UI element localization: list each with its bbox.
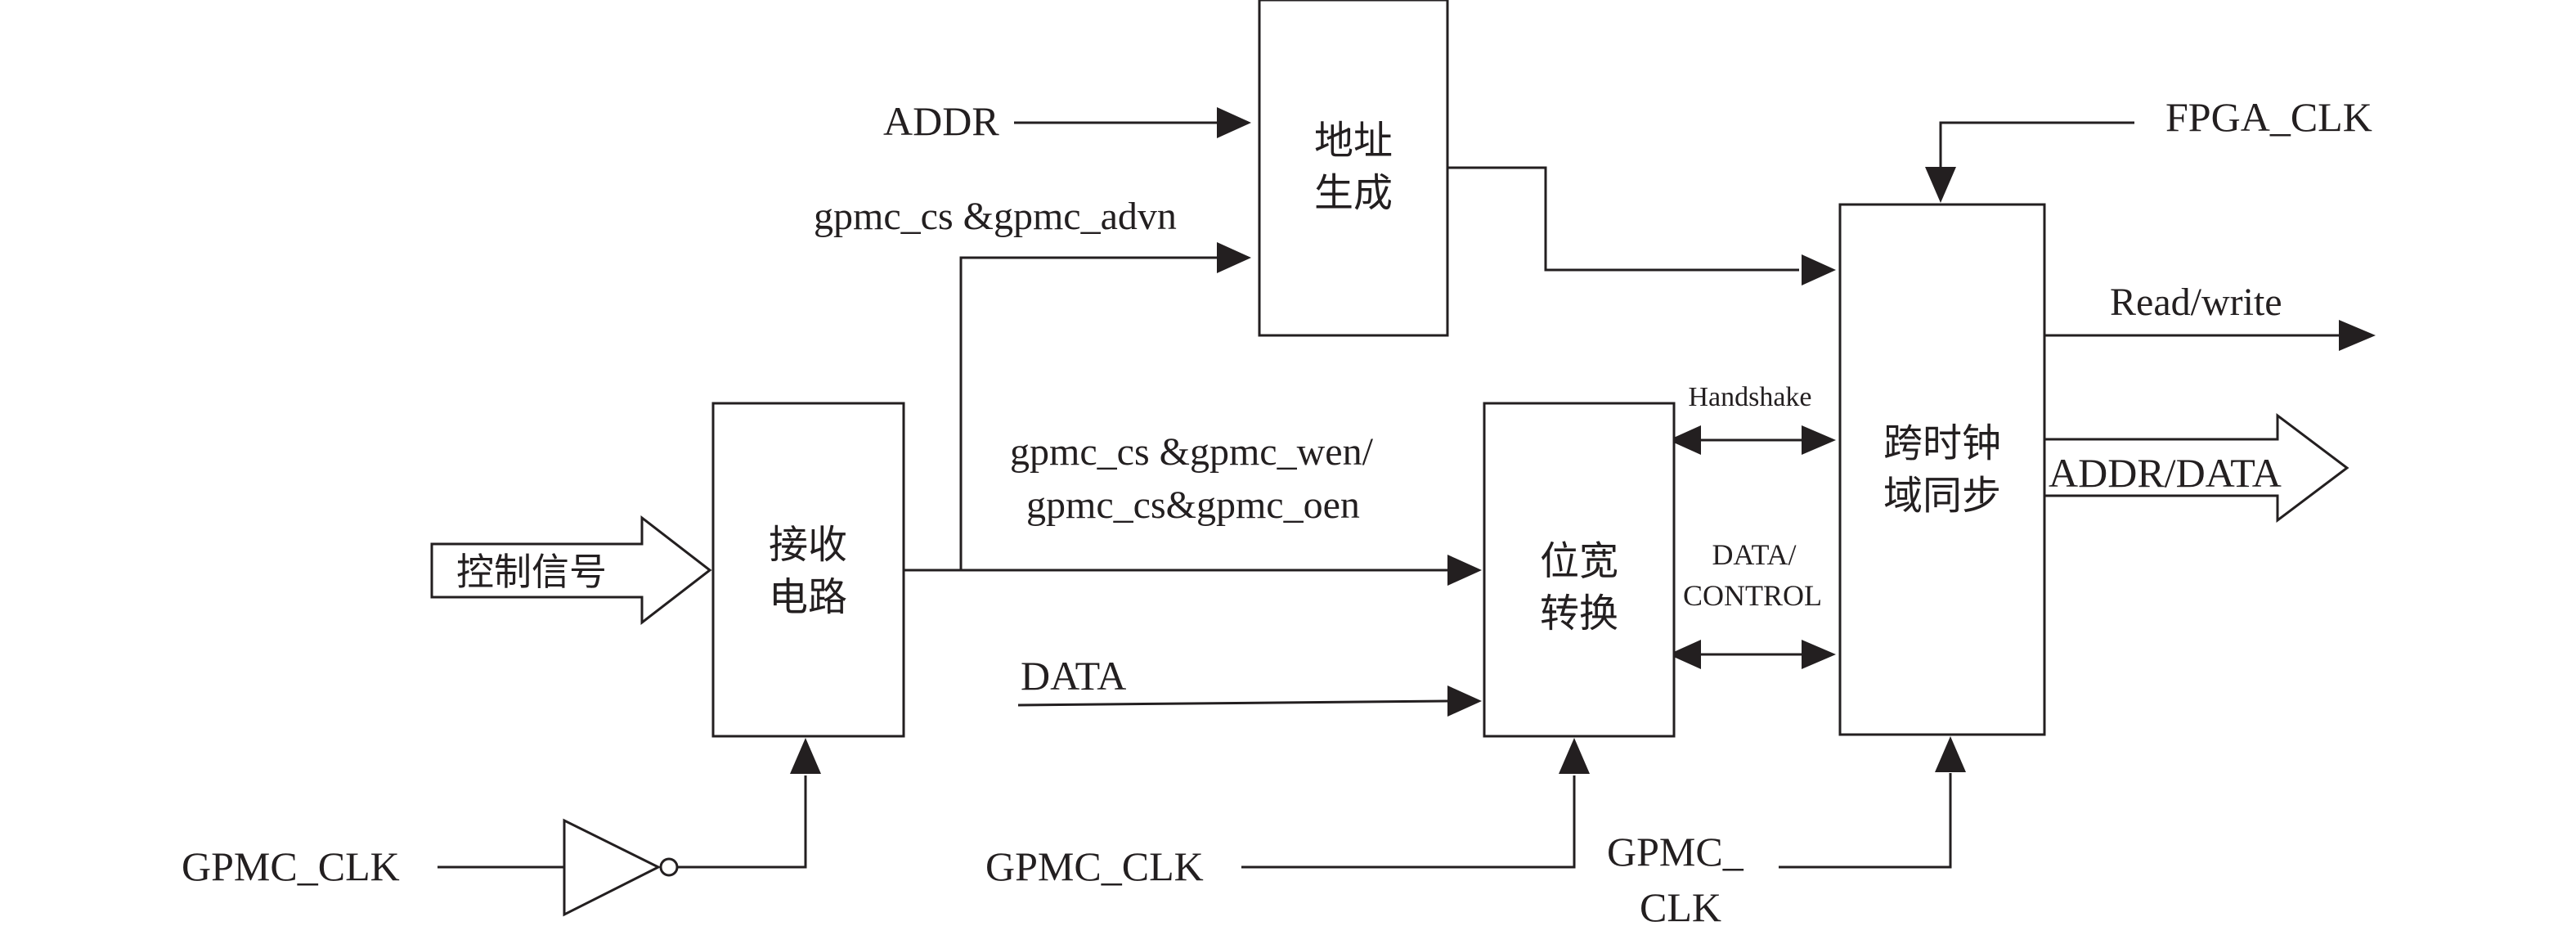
addr-arrowhead bbox=[1217, 107, 1251, 138]
width-conversion-block: 位宽 转换 bbox=[1483, 402, 1676, 738]
receive-clk-arrowhead bbox=[790, 738, 821, 774]
data-label: DATA bbox=[1021, 653, 1126, 699]
gpmc-clk-mid-label: GPMC_CLK bbox=[985, 843, 1204, 889]
width-conv-clk-arrowhead bbox=[1559, 738, 1590, 774]
clock-domain-sync-block: 跨时钟 域同步 bbox=[1838, 203, 2046, 736]
data-control-arrowhead-right bbox=[1802, 640, 1836, 669]
control-signal-label: 控制信号 bbox=[456, 550, 607, 594]
data-in-arrowhead bbox=[1447, 686, 1482, 717]
address-gen-label-line2: 生成 bbox=[1314, 170, 1393, 216]
handshake-label: Handshake bbox=[1688, 382, 1811, 412]
inverter-out-wire bbox=[677, 775, 807, 869]
width-conv-label-line1: 位宽 bbox=[1540, 538, 1618, 584]
addr-gen-out-arrowhead bbox=[1802, 254, 1836, 285]
width-conv-label-line2: 转换 bbox=[1540, 591, 1618, 636]
gpmc-clk-right-wire bbox=[1779, 773, 1952, 869]
fpga-clk-label: FPGA_CLK bbox=[2165, 94, 2372, 140]
cs-wen-label: gpmc_cs &gpmc_wen/ bbox=[1010, 430, 1374, 474]
cs-wen-oen-arrowhead bbox=[1447, 555, 1482, 586]
data-in-wire bbox=[1017, 699, 1448, 707]
addr-gen-out-wire bbox=[1447, 166, 1799, 272]
address-gen-label-line1: 地址 bbox=[1314, 118, 1393, 164]
handshake-arrowhead-right bbox=[1802, 425, 1836, 455]
gpmc-clk-right-label-line1: GPMC_ bbox=[1607, 829, 1744, 874]
receive-circuit-block: 接收 电路 bbox=[711, 402, 905, 738]
cs-advn-wire bbox=[959, 256, 1218, 570]
receive-label-line2: 电路 bbox=[769, 574, 847, 620]
control-signal-bus-arrow bbox=[430, 515, 712, 626]
inverter-icon bbox=[563, 818, 662, 917]
gpmc-clk-mid-wire bbox=[1241, 775, 1576, 869]
data-control-label-line1: DATA/ bbox=[1712, 538, 1796, 571]
cs-oen-label: gpmc_cs&gpmc_oen bbox=[1026, 483, 1360, 527]
cs-advn-arrowhead bbox=[1217, 242, 1251, 273]
read-write-arrowhead bbox=[2339, 320, 2376, 351]
addr-data-label: ADDR/DATA bbox=[2049, 450, 2282, 496]
cdc-label-line2: 域同步 bbox=[1883, 473, 2001, 519]
read-write-label: Read/write bbox=[2110, 281, 2282, 324]
cdc-clk-arrowhead bbox=[1935, 736, 1966, 772]
data-control-label-line2: CONTROL bbox=[1683, 579, 1822, 612]
addr-data-bus-arrow bbox=[2043, 412, 2349, 524]
gpmc-clk-left-label: GPMC_CLK bbox=[182, 843, 400, 889]
inverter-bubble-icon bbox=[659, 857, 679, 877]
receive-label-line1: 接收 bbox=[769, 522, 847, 568]
cdc-label-line1: 跨时钟 bbox=[1883, 420, 2001, 466]
handshake-arrowhead-left bbox=[1668, 425, 1701, 455]
address-gen-block: 地址 生成 bbox=[1258, 0, 1449, 337]
data-control-arrowhead-left bbox=[1668, 640, 1701, 669]
cs-advn-label: gpmc_cs &gpmc_advn bbox=[814, 195, 1177, 238]
fpga-clk-arrowhead bbox=[1925, 167, 1956, 203]
fpga-clk-wire bbox=[1939, 121, 2134, 168]
gpmc-clk-right-label-line2: CLK bbox=[1640, 884, 1721, 930]
addr-label: ADDR bbox=[883, 98, 999, 144]
